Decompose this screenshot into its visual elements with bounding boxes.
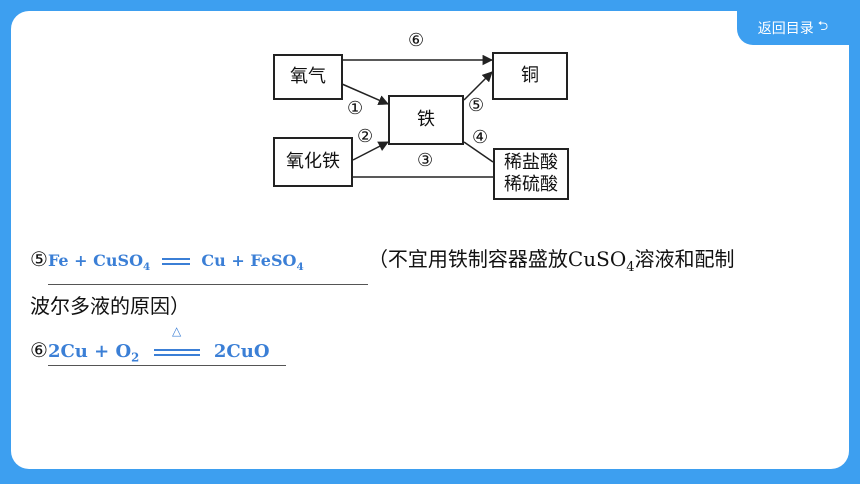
- label-1: ①: [347, 98, 364, 119]
- answer-5-equation: Fe + CuSO4 Cu + FeSO4: [47, 244, 368, 286]
- label-6: ⑥: [408, 30, 425, 51]
- answer-5-note: （不宜用铁制容器盛放CuSO4溶液和配制: [367, 247, 735, 275]
- heat-triangle-icon: △: [171, 323, 182, 338]
- back-label: 返回目录: [757, 21, 814, 37]
- arrow-5: [463, 71, 493, 101]
- heating-condition: △: [153, 324, 200, 359]
- eq6-lhs-sub: 2: [131, 350, 140, 365]
- answer-6-marker: ⑥: [30, 338, 48, 362]
- eq5-lhs: Fe + CuSO: [47, 251, 144, 270]
- answer-6-equation: 2Cu + O2 △ 2CuO: [47, 324, 286, 366]
- arrow-1: [341, 83, 389, 106]
- oxygen-box: 氧气: [273, 54, 343, 100]
- arrow-4: [463, 141, 494, 163]
- answer-5-note-line2: 波尔多液的原因）: [30, 294, 190, 318]
- note-part-a: （不宜用铁制容器盛放CuSO: [367, 247, 627, 271]
- note-sub: 4: [626, 260, 635, 275]
- acid-sulfuric: 稀硫酸: [504, 174, 558, 195]
- equals-sign-icon: [161, 255, 190, 268]
- answer-6-line: ⑥ 2Cu + O2 △ 2CuO: [30, 324, 286, 366]
- label-3: ③: [417, 150, 434, 171]
- eq5-lhs-sub: 4: [143, 261, 151, 274]
- content-card: 返回目录 ⮌: [11, 11, 849, 469]
- answer-5-line: ⑤ Fe + CuSO4 Cu + FeSO4 （不宜用铁制容器盛放CuSO4溶…: [30, 242, 840, 286]
- back-to-contents-button[interactable]: 返回目录 ⮌: [737, 11, 849, 45]
- note-part-b: 溶液和配制: [634, 247, 735, 271]
- iron-box: 铁: [388, 95, 464, 145]
- eq5-rhs-sub: 4: [296, 261, 304, 274]
- acid-box: 稀盐酸 稀硫酸: [493, 148, 569, 200]
- iron-oxide-box: 氧化铁: [273, 137, 353, 187]
- label-5: ⑤: [468, 95, 485, 116]
- arrow-2: [352, 141, 389, 161]
- answer-5-marker: ⑤: [30, 247, 48, 271]
- return-arrow-icon: ⮌: [817, 19, 829, 34]
- label-4: ④: [472, 127, 489, 148]
- copper-box: 铜: [492, 52, 568, 100]
- eq6-rhs: 2CuO: [213, 341, 270, 362]
- eq5-rhs: Cu + FeSO: [201, 251, 297, 270]
- eq6-lhs: 2Cu + O: [47, 341, 132, 362]
- acid-hydrochloric: 稀盐酸: [504, 152, 558, 173]
- label-2: ②: [357, 126, 374, 147]
